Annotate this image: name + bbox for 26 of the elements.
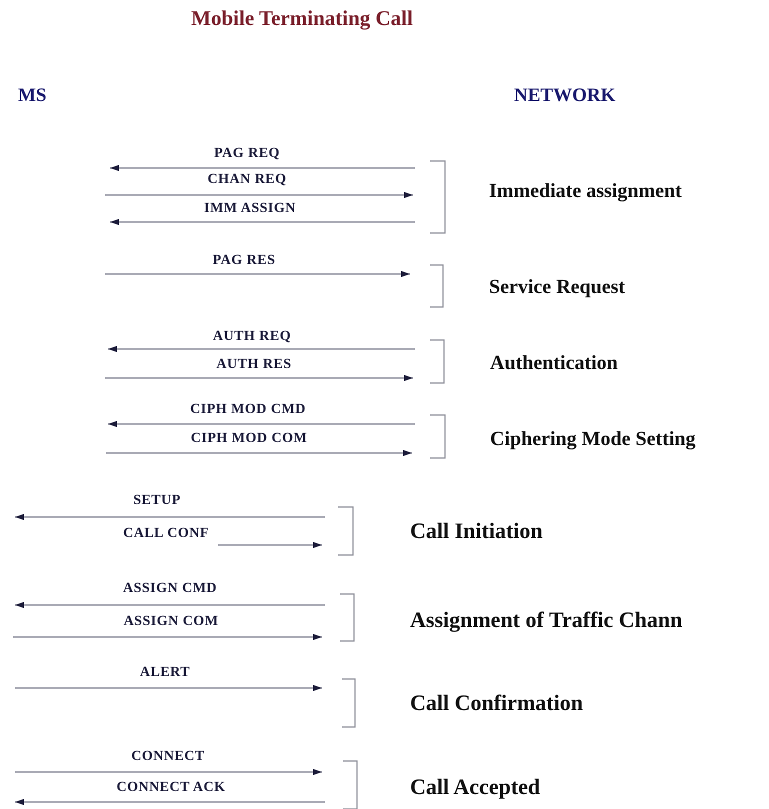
phase-label: Assignment of Traffic Chann	[410, 609, 682, 631]
message-label: AUTH RES	[216, 358, 292, 372]
message-label: CONNECT ACK	[116, 781, 226, 795]
message-label: PAG RES	[212, 254, 276, 268]
message-label: CALL CONF	[123, 527, 209, 541]
phase-label: Call Accepted	[410, 776, 540, 798]
phase-label: Call Initiation	[410, 520, 543, 542]
diagram-title: Mobile Terminating Call	[191, 8, 413, 29]
phase-label: Ciphering Mode Setting	[490, 429, 696, 449]
message-label: ASSIGN CMD	[122, 582, 218, 596]
participant-label: MS	[18, 86, 46, 105]
message-label: IMM ASSIGN	[204, 202, 296, 216]
phase-label: Service Request	[489, 277, 626, 297]
message-label: SETUP	[133, 494, 181, 508]
message-label: CIPH MOD CMD	[190, 403, 306, 417]
message-label: ALERT	[140, 666, 190, 680]
phase-label: Authentication	[490, 353, 618, 373]
message-label: CONNECT	[131, 750, 205, 764]
phase-label: Call Confirmation	[410, 692, 583, 714]
phase-label: Immediate assignment	[489, 181, 682, 201]
message-label: CIPH MOD COM	[190, 432, 308, 446]
message-label: CHAN REQ	[207, 173, 287, 187]
message-label: AUTH REQ	[212, 330, 292, 344]
message-label: PAG REQ	[214, 147, 280, 161]
message-label: ASSIGN COM	[124, 615, 218, 629]
participant-label: NETWORK	[514, 86, 616, 105]
